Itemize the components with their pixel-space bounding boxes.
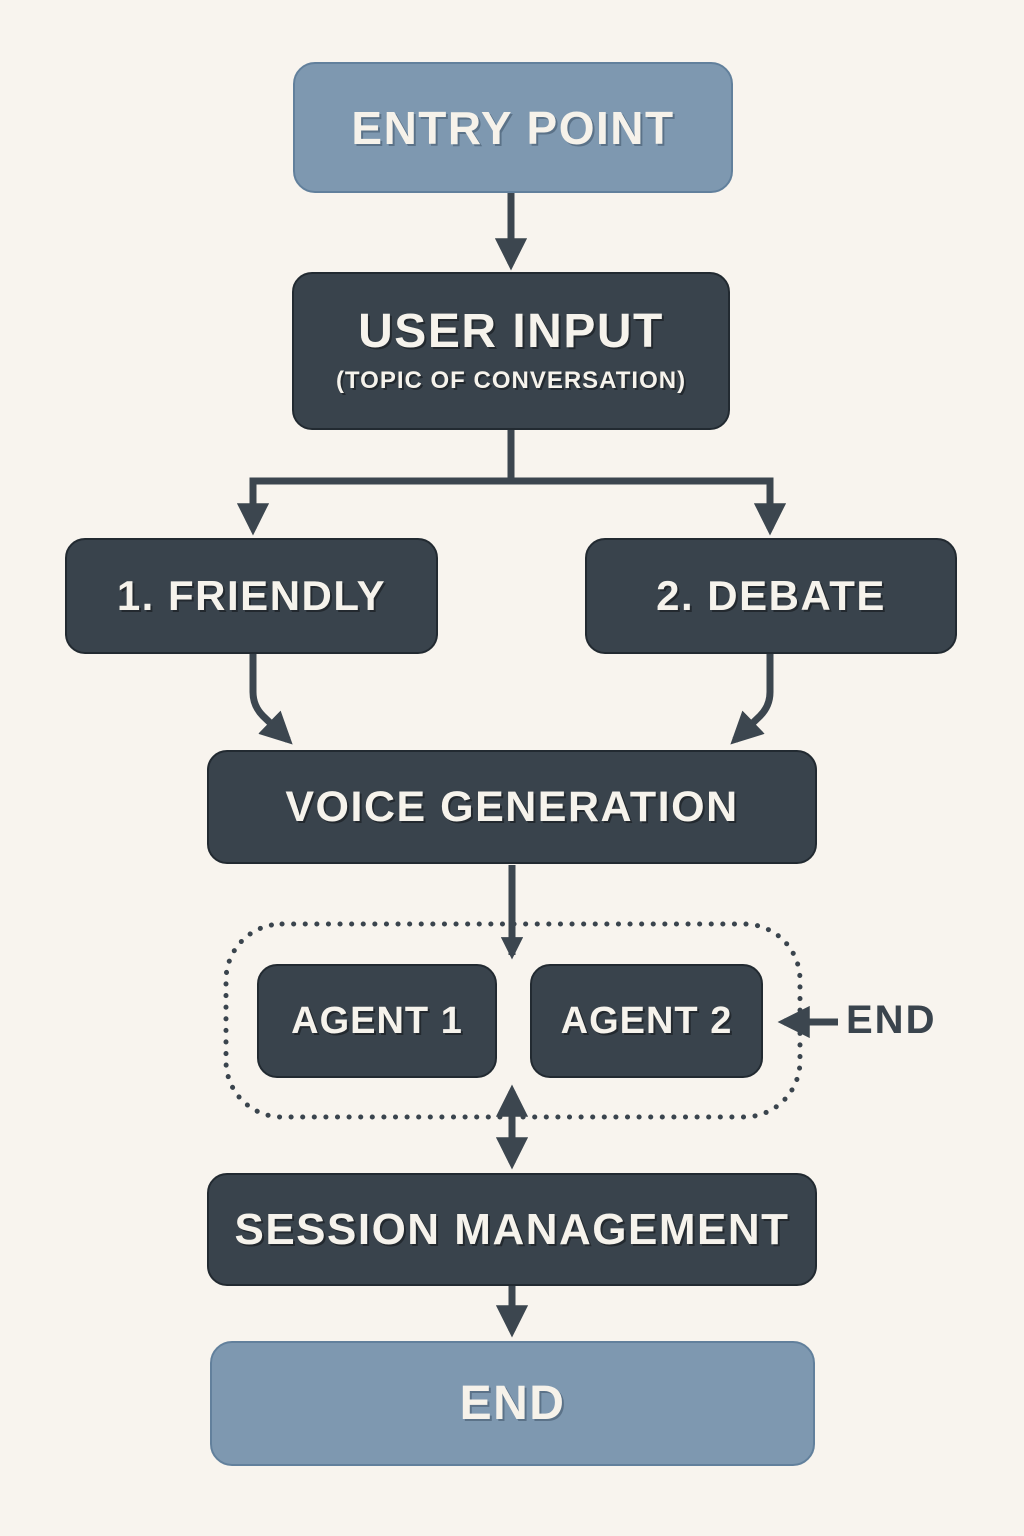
voice-generation-label: VOICE GENERATION	[285, 782, 739, 831]
end-node: END	[210, 1341, 815, 1466]
debate-mode-node: 2. DEBATE	[585, 538, 957, 654]
session-management-label: SESSION MANAGEMENT	[234, 1204, 790, 1254]
agent-1-node: AGENT 1	[257, 964, 497, 1078]
voice-generation-node: VOICE GENERATION	[207, 750, 817, 864]
edge-branch-rail	[236, 477, 787, 536]
end-annotation-label: END	[846, 998, 937, 1042]
agent-1-label: AGENT 1	[291, 999, 463, 1042]
debate-mode-label: 2. DEBATE	[656, 572, 886, 619]
user-input-node: USER INPUT (TOPIC OF CONVERSATION)	[292, 272, 730, 430]
agent-2-label: AGENT 2	[560, 999, 733, 1042]
user-input-sublabel: (TOPIC OF CONVERSATION)	[335, 367, 687, 395]
friendly-mode-label: 1. FRIENDLY	[116, 572, 387, 619]
user-input-label: USER INPUT	[358, 304, 664, 358]
entry-point-label: ENTRY POINT	[351, 101, 675, 154]
session-management-node: SESSION MANAGEMENT	[207, 1173, 817, 1286]
entry-point-node: ENTRY POINT	[293, 62, 733, 193]
agent-2-node: AGENT 2	[530, 964, 763, 1078]
edge-debate-to-voice	[730, 654, 774, 745]
end-node-label: END	[459, 1377, 566, 1430]
edge-friendly-to-voice	[249, 654, 293, 745]
friendly-mode-node: 1. FRIENDLY	[65, 538, 438, 654]
